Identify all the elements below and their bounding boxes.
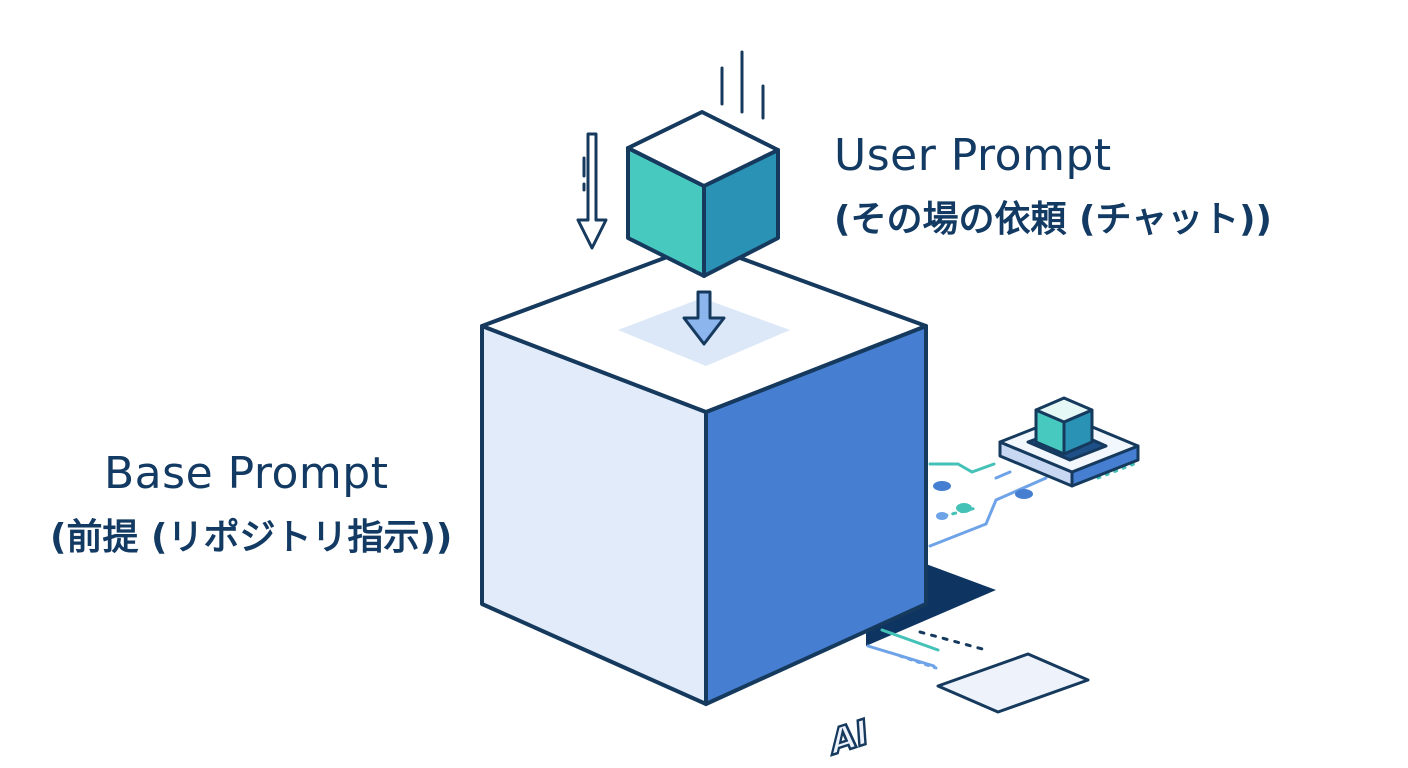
chip-icon [998,396,1140,488]
ai-badge: AI [828,652,1090,766]
down-arrow-icon [576,132,608,250]
down-arrow-icon [682,290,726,346]
circuit-dot [936,512,948,520]
circuit-trace [928,462,996,474]
circuit-dots [933,481,1033,520]
base-prompt-subtitle: (前提 (リポジトリ指示)) [50,517,453,558]
ai-badge-label: AI [829,712,869,765]
circuit-dot [1015,489,1033,499]
mini-cube-top [1034,396,1094,424]
user-cube-top [626,110,780,188]
circuit-trace [928,476,1048,548]
ai-badge-plate [936,652,1090,714]
motion-lines [582,50,765,192]
circuit-trace [994,470,1012,480]
circuit-dot [956,503,972,513]
user-prompt-title: User Prompt [834,130,1112,181]
base-prompt-title: Base Prompt [104,448,389,499]
circuit-trace [898,654,938,670]
base-prompt-cube [480,242,928,706]
circuit-trace [880,628,940,652]
circuit-trace [918,630,988,652]
circuit-trace [1096,462,1136,480]
user-prompt-subtitle: (その場の依頼 (チャット)) [834,199,1272,240]
user-prompt-cube [626,110,780,278]
circuit-dot [933,481,951,491]
